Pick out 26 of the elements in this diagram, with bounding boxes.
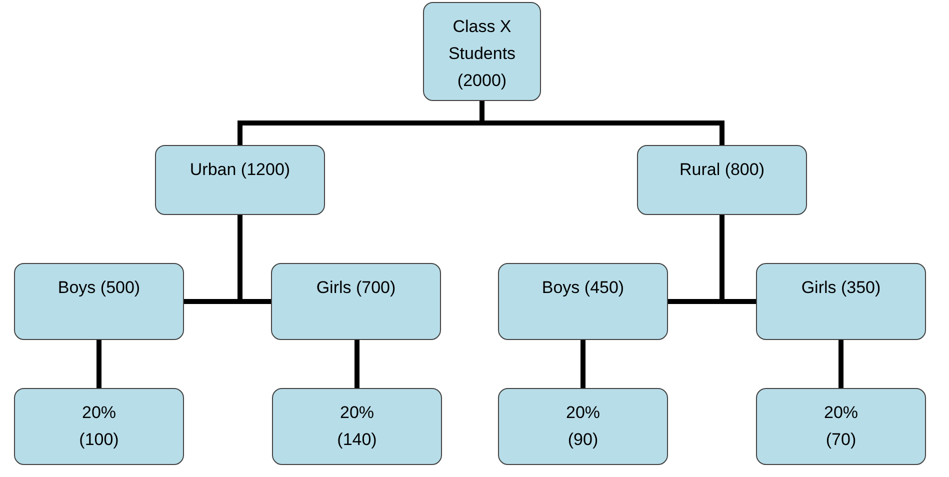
category-box [155,145,325,215]
category-box [756,388,926,465]
category-box [271,263,441,340]
box-label: 20% (70) [822,402,860,452]
connector-line [838,340,844,388]
category-box [272,388,442,465]
category-box [498,388,668,465]
box-label: 20% (140) [336,402,378,452]
category-box [14,388,184,465]
connector-line [580,340,586,388]
category-box [498,263,668,340]
box-label: Girls (700) [316,277,396,299]
box-label: Class X Students (2000) [447,16,517,92]
box-label: Rural (800) [679,159,765,181]
category-box [756,263,926,340]
category-box [423,2,541,101]
connector-line [96,340,102,388]
connector-line [354,340,360,388]
box-label: Urban (1200) [190,159,290,181]
box-label: Boys (450) [542,277,624,299]
box-label: Boys (500) [58,277,140,299]
box-label: 20% (100) [78,402,120,452]
category-box [14,263,184,340]
box-label: Girls (350) [801,277,881,299]
box-label: 20% (90) [564,402,602,452]
category-box [637,145,807,215]
